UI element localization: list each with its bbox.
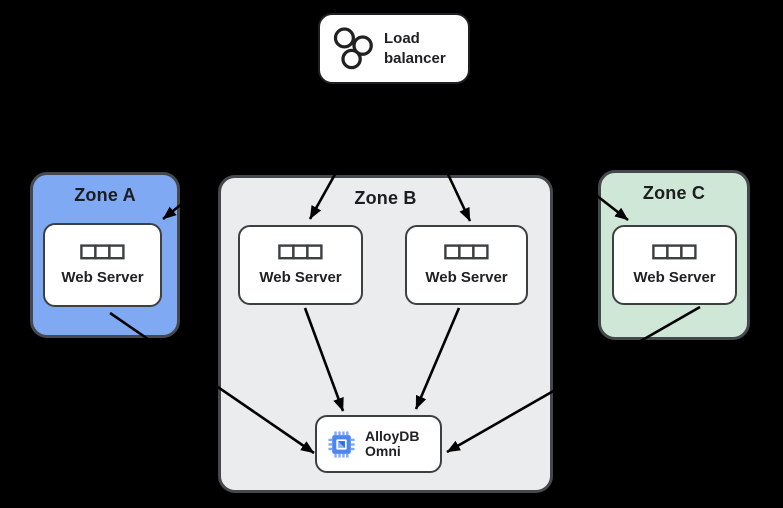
load-balancer-icon (333, 27, 373, 70)
zone-a: Zone A Web Server (30, 172, 180, 338)
zone-c-title: Zone C (642, 183, 706, 203)
alloydb-omni-node: AlloyDB Omni (315, 415, 442, 473)
load-balancer-label: Load balancer (384, 29, 446, 67)
load-balancer-node: Load balancer (318, 13, 470, 84)
web-server-label: Web Server (61, 269, 144, 286)
web-server-label: Web Server (425, 269, 508, 286)
web-server-label: Web Server (259, 269, 342, 286)
zone-b-title: Zone B (354, 188, 417, 208)
server-rack-icon (443, 244, 489, 260)
zone-a-title: Zone A (74, 185, 136, 205)
alloydb-omni-label: AlloyDB Omni (365, 427, 420, 459)
zone-c-web-server: Web Server (612, 225, 737, 305)
zone-b-web-server-1: Web Server (238, 225, 363, 305)
zone-c: Zone C Web Server (598, 170, 750, 340)
alloydb-chip-icon (328, 430, 355, 458)
zone-a-web-server: Web Server (43, 223, 162, 307)
server-rack-icon (277, 244, 323, 260)
web-server-label: Web Server (633, 269, 716, 286)
zone-b-web-server-2: Web Server (405, 225, 528, 305)
server-rack-icon (79, 244, 125, 260)
server-rack-icon (651, 244, 697, 260)
